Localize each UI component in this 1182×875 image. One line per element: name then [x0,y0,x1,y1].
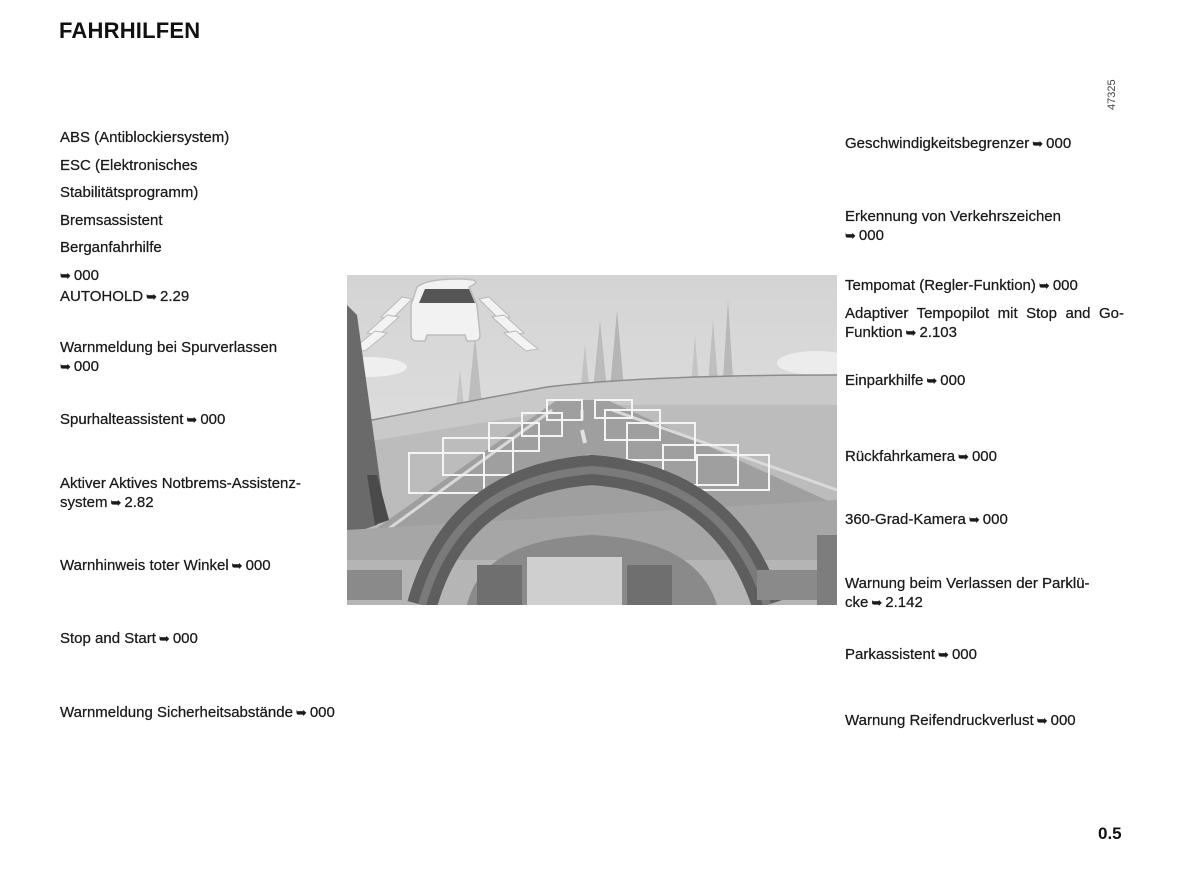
link-berganfahrhilfe[interactable]: Berganfahrhilfe [60,239,162,256]
page-ref: 000 [1050,712,1076,729]
page-ref: 000 [940,372,966,389]
page-ref: 2.29 [159,288,190,305]
page-ref: 000 [200,411,226,428]
reference-arrow-icon: ➥ [1036,713,1048,728]
page-ref: 2.103 [919,324,957,341]
item-label: Einparkhilfe [845,372,924,389]
page-ref: 2.82 [124,494,154,511]
link-notbremsassistent[interactable]: Aktiver Aktives Notbrems-Assistenz-syste… [60,474,335,512]
page-ref: 000 [172,630,198,647]
link-geschwindigkeitsbegrenzer[interactable]: Geschwindigkeitsbegrenzer➥000 [845,134,1124,153]
link-sicherheitsabstaende[interactable]: Warnmeldung Sicherheitsabstände➥000 [60,703,400,722]
item-label: Warnhinweis toter Winkel [60,557,229,574]
item-label: Stop and Start [60,630,156,647]
left-group-braking: ABS (Antiblockiersystem) ESC (Elektronis… [60,124,337,289]
page-ref: 000 [971,448,997,465]
reference-arrow-icon: ➥ [1032,136,1044,151]
reference-arrow-icon: ➥ [295,705,307,720]
item-label: Spurhalteassistent [60,411,184,428]
page-number: 0.5 [1098,824,1122,843]
item-label: Rückfahrkamera [845,448,956,465]
reference-arrow-icon: ➥ [871,595,883,610]
figure-code: 47325 [1106,79,1118,110]
page-ref: 000 [1046,135,1072,152]
car-icon [410,278,481,342]
reference-arrow-icon: ➥ [905,325,917,340]
link-360-grad-kamera[interactable]: 360-Grad-Kamera➥000 [845,510,1124,529]
link-verlassen-parkluecke[interactable]: Warnung beim Verlassen der Parklü-cke➥2.… [845,574,1124,612]
link-parkassistent[interactable]: Parkassistent➥000 [845,645,1124,664]
link-tempomat[interactable]: Tempomat (Regler-Funktion)➥000 [845,276,1124,295]
page-ref: 000 [245,557,271,574]
reference-arrow-icon: ➥ [926,373,938,388]
link-toter-winkel[interactable]: Warnhinweis toter Winkel➥000 [60,556,337,575]
page-ref: 000 [73,358,99,375]
item-label: AUTOHOLD [60,288,144,305]
item-label: Warnmeldung bei Spurverlassen [60,339,278,356]
link-autohold[interactable]: AUTOHOLD➥2.29 [60,287,337,306]
link-bremsassistent[interactable]: Bremsassistent [60,211,163,229]
reference-arrow-icon: ➥ [60,359,71,374]
page-ref: 2.142 [885,594,923,611]
reference-arrow-icon: ➥ [146,289,157,304]
link-spurverlassen[interactable]: Warnmeldung bei Spurverlassen ➥000 [60,338,337,376]
link-rueckfahrkamera[interactable]: Rückfahrkamera➥000 [845,447,1124,466]
reference-arrow-icon: ➥ [1038,278,1050,293]
item-label: Erkennung von Verkehrszeichen [845,208,1061,225]
item-label: Geschwindigkeitsbegrenzer [845,135,1030,152]
link-stop-and-start[interactable]: Stop and Start➥000 [60,629,337,648]
link-einparkhilfe[interactable]: Einparkhilfe➥000 [845,371,1124,390]
reference-arrow-icon: ➥ [958,449,969,464]
link-adaptiver-tempopilot[interactable]: Adaptiver Tempopilot mit Stop and Go-Fun… [845,304,1124,342]
link-esc[interactable]: ESC (Elektronisches Stabilitätsprogramm) [60,156,199,201]
item-label: Warnung Reifendruckverlust [845,712,1034,729]
page-ref: 000 [982,511,1008,528]
item-label: Parkassistent [845,646,936,663]
item-label: Adaptiver Tempopilot mit Stop and Go-Fun… [845,305,1124,341]
reference-arrow-icon: ➥ [186,412,198,427]
dashboard-scene-image [347,275,837,605]
link-reifendruckverlust[interactable]: Warnung Reifendruckverlust➥000 [845,711,1124,730]
reference-arrow-icon: ➥ [968,512,980,527]
driving-assistance-illustration [347,275,837,605]
reference-arrow-icon: ➥ [845,228,856,243]
reference-arrow-icon: ➥ [231,558,243,573]
item-label: Aktiver Aktives Notbrems-Assistenz-syste… [60,475,301,511]
reference-arrow-icon: ➥ [158,631,170,646]
page-ref: 000 [73,266,99,284]
page-ref: 000 [858,227,884,244]
link-abs[interactable]: ABS (Antiblockiersystem) [60,129,230,146]
reference-arrow-icon: ➥ [60,267,71,283]
page-ref: 000 [309,704,335,721]
item-label: Warnung beim Verlassen der Parklü-cke [845,575,1090,611]
item-label: 360-Grad-Kamera [845,511,966,528]
link-spurhalteassistent[interactable]: Spurhalteassistent➥000 [60,410,337,429]
item-label: Tempomat (Regler-Funktion) [845,277,1036,294]
group-reference[interactable]: ➥000 [60,262,337,290]
link-verkehrszeichen[interactable]: Erkennung von Verkehrszeichen ➥000 [845,207,1124,245]
page-title: FAHRHILFEN [59,18,201,43]
page-ref: 000 [951,646,977,663]
reference-arrow-icon: ➥ [110,495,122,510]
item-label: Warnmeldung Sicherheitsabstände [60,704,293,721]
page-ref: 000 [1052,277,1078,294]
reference-arrow-icon: ➥ [938,647,949,662]
